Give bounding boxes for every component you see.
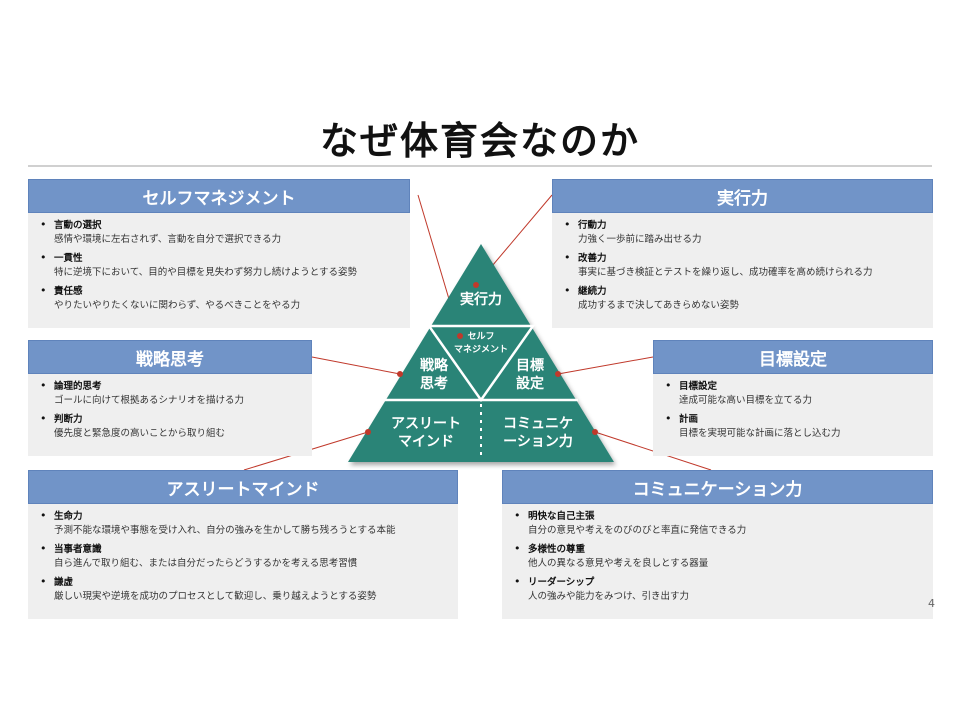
card-self-management: セルフマネジメント 言動の選択 感情や環境に左右されず、言動を自分で選択できる力… bbox=[28, 179, 410, 328]
pyramid-shape bbox=[348, 244, 614, 462]
card-heading: コミュニケーション力 bbox=[502, 470, 933, 504]
connector-dot-athlete bbox=[365, 429, 371, 435]
pyramid-inner-triangle bbox=[426, 324, 536, 403]
pyramid-label-right-1: 目標 bbox=[516, 357, 544, 373]
card-heading: 戦略思考 bbox=[28, 340, 312, 374]
list-item: 一貫性 特に逆境下において、目的や目標を見失わず努力し続けようとする姿勢 bbox=[40, 251, 400, 280]
card-execution: 実行力 行動力 力強く一歩前に踏み出せる力 改善力 事実に基づき検証とテストを繰… bbox=[552, 179, 933, 328]
pyramid-label-bottom-left-2: マインド bbox=[398, 433, 454, 449]
pyramid-label-bottom-right-2: ーション力 bbox=[503, 433, 573, 449]
card-athlete-mind: アスリートマインド 生命力 予測不能な環境や事態を受け入れ、自分の強みを生かして… bbox=[28, 470, 458, 619]
page-title: なぜ体育会なのか bbox=[319, 119, 640, 163]
card-strategic-thinking: 戦略思考 論理的思考 ゴールに向けて根拠あるシナリオを描ける力 判断力 優先度と… bbox=[28, 340, 312, 456]
pyramid-label-left-1: 戦略 bbox=[420, 357, 449, 373]
pyramid-label-right-2: 設定 bbox=[516, 375, 544, 391]
card-communication: コミュニケーション力 明快な自己主張 自分の意見や考えをのびのびと率直に発信でき… bbox=[502, 470, 933, 619]
connector-dot-goal bbox=[555, 371, 561, 377]
list-item: 明快な自己主張 自分の意見や考えをのびのびと率直に発信できる力 bbox=[514, 509, 923, 538]
connector-dot-comm bbox=[592, 429, 598, 435]
card-goal-setting: 目標設定 目標設定 達成可能な高い目標を立てる力 計画 目標を実現可能な計画に落… bbox=[653, 340, 933, 456]
card-heading: アスリートマインド bbox=[28, 470, 458, 504]
list-item: 責任感 やりたいやりたくないに関わらず、やるべきことをやる力 bbox=[40, 284, 400, 313]
connector-goal bbox=[557, 356, 654, 375]
list-item: リーダーシップ 人の強みや能力をみつけ、引き出す力 bbox=[514, 575, 923, 604]
connector-dot-strategy bbox=[397, 371, 403, 377]
connector-dot-exec bbox=[473, 282, 479, 288]
list-item: 謙虚 厳しい現実や逆境を成功のプロセスとして歓迎し、乗り越えようとする姿勢 bbox=[40, 575, 448, 604]
pyramid-label-bottom-left-1: アスリート bbox=[391, 415, 461, 431]
list-item: 計画 目標を実現可能な計画に落とし込む力 bbox=[665, 412, 923, 441]
pyramid-label-center-2: マネジメント bbox=[454, 344, 508, 354]
connector-strategy bbox=[311, 356, 401, 375]
card-heading: 目標設定 bbox=[653, 340, 933, 374]
list-item: 継続力 成功するまで決してあきらめない姿勢 bbox=[564, 284, 923, 313]
page-number: 4 bbox=[928, 597, 935, 610]
pyramid-label-left-2: 思考 bbox=[420, 375, 448, 391]
list-item: 論理的思考 ゴールに向けて根拠あるシナリオを描ける力 bbox=[40, 379, 302, 408]
pyramid-label-center-1: セルフ bbox=[467, 331, 494, 341]
list-item: 目標設定 達成可能な高い目標を立てる力 bbox=[665, 379, 923, 408]
title-divider bbox=[28, 165, 932, 167]
list-item: 生命力 予測不能な環境や事態を受け入れ、自分の強みを生かして勝ち残ろうとする本能 bbox=[40, 509, 448, 538]
list-item: 行動力 力強く一歩前に踏み出せる力 bbox=[564, 218, 923, 247]
list-item: 判断力 優先度と緊急度の高いことから取り組む bbox=[40, 412, 302, 441]
card-heading: セルフマネジメント bbox=[28, 179, 410, 213]
list-item: 言動の選択 感情や環境に左右されず、言動を自分で選択できる力 bbox=[40, 218, 400, 247]
pyramid-label-top: 実行力 bbox=[460, 291, 502, 307]
list-item: 改善力 事実に基づき検証とテストを繰り返し、成功確率を高め続けられる力 bbox=[564, 251, 923, 280]
list-item: 当事者意識 自ら進んで取り組む、または自分だったらどうするかを考える思考習慣 bbox=[40, 542, 448, 571]
card-heading: 実行力 bbox=[552, 179, 933, 213]
list-item: 多様性の尊重 他人の異なる意見や考えを良しとする器量 bbox=[514, 542, 923, 571]
connector-dot-self bbox=[457, 333, 463, 339]
pyramid-label-bottom-right-1: コミュニケ bbox=[503, 415, 573, 431]
